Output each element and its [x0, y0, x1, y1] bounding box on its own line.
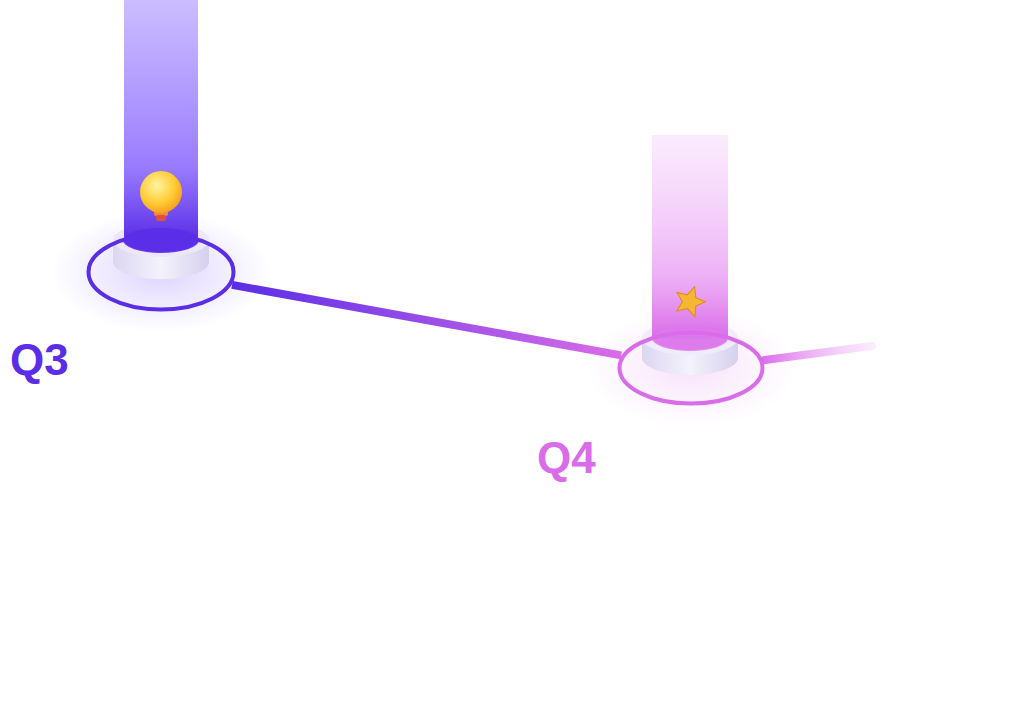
ring-outline [86, 232, 236, 312]
ring-outline [617, 330, 765, 406]
milestone-label: Q4 [537, 436, 596, 480]
timeline-connector [232, 285, 621, 355]
milestone-ring: Q3 [86, 232, 236, 312]
milestone-label: Q3 [10, 338, 69, 382]
milestone-ring: Q4 [617, 330, 765, 406]
